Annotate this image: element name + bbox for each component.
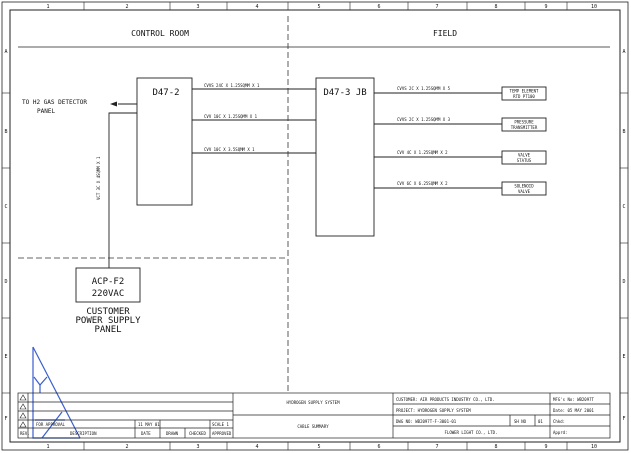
field-device-label: SOLENOID: [514, 184, 534, 189]
row-label: E: [4, 354, 7, 360]
row-label: A: [622, 49, 625, 55]
panel-d47-2-label: D47-2: [152, 88, 179, 98]
cable-label: CVVS 2C X 1.25SQMM X 3: [397, 117, 451, 122]
column-header: DRAWN: [166, 431, 179, 436]
col-label: 8: [494, 444, 497, 450]
cable-label: CVV 10C X 3.5SQMM X 1: [204, 147, 255, 152]
control-room-cables: [192, 88, 316, 154]
field-device-temp-element: TEMP ELEMENT RTD PT100: [501, 86, 547, 101]
column-header: DATE: [141, 431, 151, 436]
junction-box-d47-3: [315, 77, 375, 237]
row-label: B: [4, 129, 7, 135]
column-header: REV.: [20, 431, 30, 436]
sheet-number-label: SH NO: [514, 419, 527, 424]
col-label: 4: [255, 4, 258, 10]
column-header: DESCRIPTION: [70, 431, 97, 436]
field-device-valve-status: VALVE STATUS: [501, 150, 547, 165]
customer-supply-label: CUSTOMER: [86, 307, 130, 317]
col-label: 7: [435, 444, 438, 450]
customer-supply-label: POWER SUPPLY: [75, 316, 141, 326]
field-device-label: RTD PT100: [513, 94, 535, 99]
row-label: B: [622, 129, 625, 135]
cable-label: CVV 6C X 6.25SQMM X 2: [397, 181, 448, 186]
row-label: D: [622, 279, 625, 285]
col-label: 2: [125, 444, 128, 450]
drawing-subtitle: CABLE SUMMARY: [297, 424, 329, 429]
power-supply-cable: [108, 112, 137, 268]
field-device-label: TEMP ELEMENT: [510, 89, 539, 94]
column-header: CHECKED: [189, 431, 206, 436]
row-label: F: [4, 416, 7, 422]
col-label: 1: [46, 4, 49, 10]
col-label: 3: [196, 444, 199, 450]
drawing-title: HYDROGEN SUPPLY SYSTEM: [287, 400, 341, 405]
power-cable-label: VCT 3C X 4SQMM X 1: [96, 156, 101, 200]
col-label: 10: [591, 4, 597, 10]
col-label: 5: [317, 4, 320, 10]
cable-label: CVVS 2C X 1.25SQMM X 5: [397, 86, 451, 91]
issue-date: Date: 05 MAY 2001: [553, 408, 595, 413]
field-device-label: VALVE: [518, 189, 531, 194]
col-label: 6: [377, 444, 380, 450]
col-label: 2: [125, 4, 128, 10]
sheet-number-value: 01: [538, 419, 543, 424]
junction-box-d47-3-label: D47-3 JB: [323, 88, 366, 98]
field-device-label: TRANSMITTER: [511, 125, 538, 130]
col-label: 10: [591, 444, 597, 450]
field-cables: [374, 92, 502, 189]
row-label: A: [4, 49, 7, 55]
col-label: 1: [46, 444, 49, 450]
col-label: 3: [196, 4, 199, 10]
acp-f2-voltage: 220VAC: [92, 289, 125, 299]
col-label: 7: [435, 4, 438, 10]
field-device-solenoid-valve: SOLENOID VALVE: [501, 181, 547, 196]
col-label: 9: [544, 4, 547, 10]
row-label: D: [4, 279, 7, 285]
arrow-left-icon: [110, 101, 117, 107]
project-field: PROJECT: HYDROGEN SUPPLY SYSTEM: [396, 408, 471, 413]
col-label: 9: [544, 444, 547, 450]
zone-label-control-room: CONTROL ROOM: [131, 29, 189, 38]
h2-detector-label: TO H2 GAS DETECTOR: [22, 99, 87, 106]
field-device-label: VALVE: [518, 153, 531, 158]
revision-triangles: [19, 394, 27, 428]
title-block: [17, 392, 611, 439]
col-label: 8: [494, 4, 497, 10]
revision-date: 11 MAY 01: [138, 422, 160, 427]
company-name: FLOWER LIGHT CO., LTD.: [445, 430, 498, 435]
customer-supply-label: PANEL: [94, 325, 121, 335]
revision-description: FOR APPROVAL: [36, 422, 65, 427]
zone-label-field: FIELD: [433, 29, 457, 38]
revision-scale: SCALE 1: [212, 422, 229, 427]
row-label: F: [622, 416, 625, 422]
row-label: C: [4, 204, 7, 210]
col-label: 5: [317, 444, 320, 450]
acp-f2-label: ACP-F2: [92, 277, 125, 287]
mfg-number: MFG's No: WB2097T: [553, 397, 595, 402]
drawing-number: DWG NO: WB2097T-F-3001-01: [396, 419, 457, 424]
checked-field: Chkd:: [553, 419, 565, 424]
inner-border: [9, 9, 621, 443]
row-label: C: [622, 204, 625, 210]
approved-field: Apprd:: [553, 430, 567, 435]
field-device-label: PRESSURE: [514, 120, 534, 125]
cable-label: CVV 10C X 1.25SQMM X 1: [204, 114, 258, 119]
column-header: APPROVED: [212, 431, 232, 436]
cable-label: CVV 4C X 1.25SQMM X 2: [397, 150, 448, 155]
customer-field: CUSTOMER: AIR PRODUCTS INDUSTRY CO., LTD…: [396, 397, 495, 402]
row-label: E: [622, 354, 625, 360]
panel-d47-2: [136, 77, 193, 206]
col-label: 6: [377, 4, 380, 10]
field-device-label: STATUS: [517, 158, 532, 163]
field-device-pressure-transmitter: PRESSURE TRANSMITTER: [501, 117, 547, 132]
acp-f2-panel: [75, 267, 141, 303]
h2-detector-label: PANEL: [37, 108, 55, 115]
cable-label: CVVS 24C X 1.25SQMM X 1: [204, 83, 260, 88]
col-label: 4: [255, 444, 258, 450]
